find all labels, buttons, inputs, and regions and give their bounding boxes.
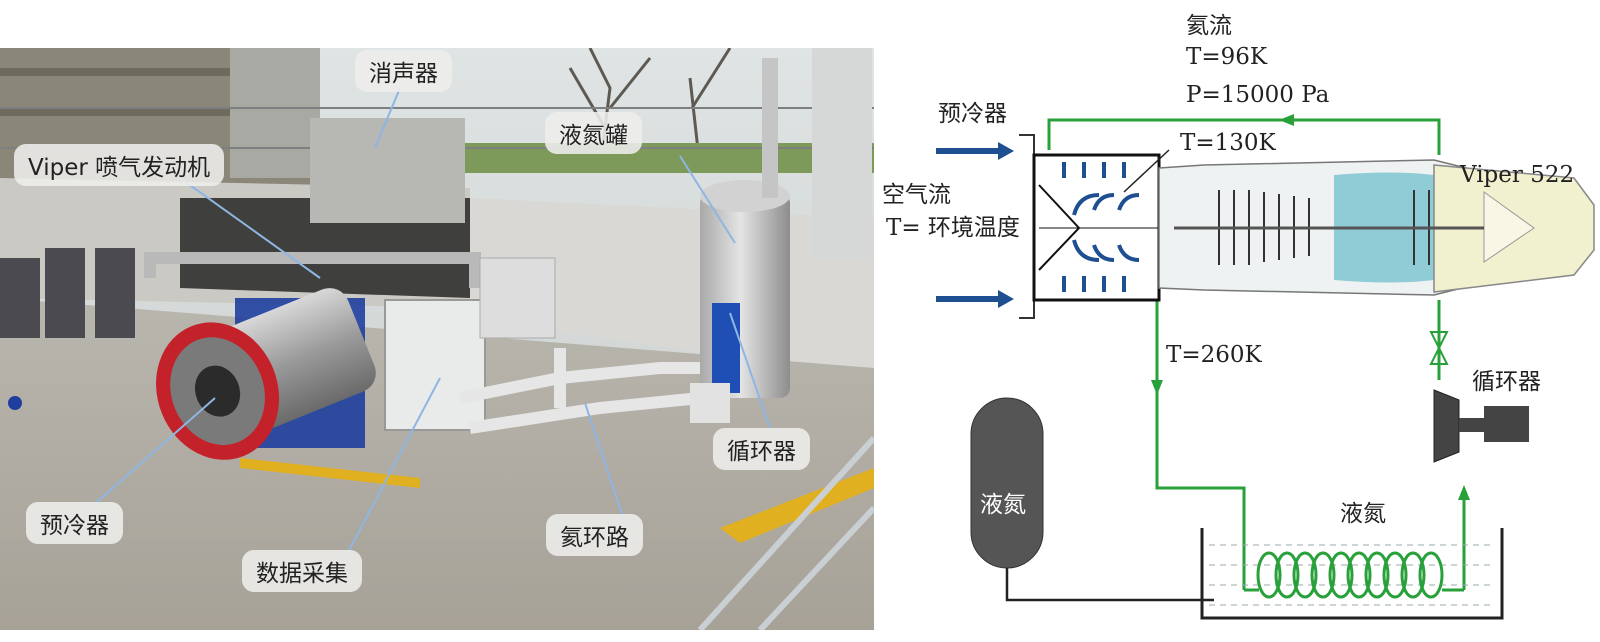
callout-viper-engine: Viper 喷气发动机 [14, 144, 225, 186]
ln2-dewar [970, 397, 1044, 569]
flow-arrow-down [1151, 380, 1163, 395]
circulator-unit [712, 303, 740, 393]
nitrogen-piping [458, 348, 720, 434]
air-flow-arrows [936, 142, 1014, 308]
heat-exchanger-coil [1244, 551, 1464, 599]
callout-nitrogen-loop: 氦环路 [546, 514, 643, 556]
valve-icon [1429, 331, 1449, 365]
callout-precooler: 预冷器 [26, 502, 123, 544]
callout-circulator: 循环器 [713, 428, 810, 470]
label-t260: T=260K [1166, 342, 1262, 368]
test-facility-photo: 消声器 Viper 喷气发动机 液氮罐 循环器 预冷器 数据采集 氦环路 [0, 48, 874, 630]
callout-muffler: 消声器 [355, 50, 452, 92]
label-viper-522: Viper 522 [1460, 162, 1575, 188]
precooler-unit [1019, 134, 1161, 319]
label-precooler: 预冷器 [938, 101, 1007, 127]
callout-ln2-tank: 液氮罐 [545, 112, 642, 154]
callout-data-acquisition: 数据采集 [242, 550, 362, 592]
circulator-pump [1433, 389, 1529, 463]
photo-illustration [0, 48, 874, 630]
data-acquisition-box [384, 299, 486, 431]
viper-522-engine [1158, 159, 1595, 296]
engine [156, 288, 376, 460]
schematic-drawing [936, 114, 1595, 620]
label-air-temp: T= 环境温度 [886, 215, 1020, 241]
label-helium-temp: T=96K [1186, 44, 1268, 70]
label-t130: T=130K [1180, 130, 1276, 156]
flow-arrow-up [1458, 485, 1470, 500]
label-circulator: 循环器 [1472, 369, 1541, 395]
label-helium-pressure: P=15000 Pa [1186, 82, 1330, 108]
label-helium-flow: 氦流 [1186, 13, 1232, 39]
ln2-bath [1200, 528, 1504, 620]
schematic-diagram: 氦流 T=96K P=15000 Pa 预冷器 空气流 T= 环境温度 T=13… [874, 0, 1600, 638]
flow-arrow-top [1279, 114, 1294, 126]
label-ln2-bath: 液氮 [1340, 501, 1386, 527]
leader-lines [89, 87, 771, 559]
label-ln2-dewar: 液氮 [980, 492, 1026, 518]
label-air-flow: 空气流 [882, 182, 951, 208]
muffler-structure [310, 118, 465, 223]
